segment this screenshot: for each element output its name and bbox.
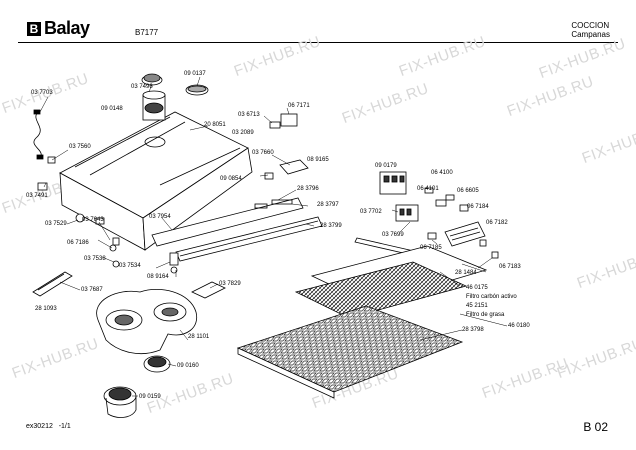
part-label: 03 7560	[69, 144, 91, 150]
part-label: 03 7829	[219, 281, 241, 287]
part-label: 46 0180	[508, 323, 530, 329]
fan-motors	[103, 355, 171, 418]
part-label: Filtro de grasa	[466, 312, 505, 318]
part-label: 03 7699	[382, 232, 404, 238]
part-label: 03 7954	[149, 214, 171, 220]
category: COCCION	[571, 21, 610, 30]
part-label: 28 1484	[455, 270, 477, 276]
part-label: 28 1101	[188, 334, 210, 340]
hood-body	[59, 111, 253, 251]
filter-grid	[236, 305, 464, 393]
part-label: 08 9165	[307, 157, 329, 163]
fan-housing	[96, 288, 198, 354]
switch-assembly	[379, 171, 499, 259]
part-label: 06 7186	[67, 240, 89, 246]
part-label: 06 7171	[288, 103, 310, 109]
control-strip	[151, 197, 323, 262]
small-parts-top	[264, 113, 309, 180]
brand-name: Balay	[44, 18, 90, 38]
category-block: COCCION Campanas	[571, 21, 610, 39]
part-label: 06 7182	[486, 220, 508, 226]
part-label: Filtro carbón activo	[466, 294, 517, 300]
part-label: 03 7703	[31, 90, 53, 96]
sheet-id: B 02	[583, 420, 608, 434]
doc-code: ex30212	[26, 423, 53, 430]
motor-top	[141, 73, 209, 121]
part-label: 28 3799	[320, 223, 342, 229]
part-label: 03 7702	[360, 209, 382, 215]
part-label: 06 4100	[431, 170, 453, 176]
part-label: 20 8051	[204, 122, 226, 128]
part-label: 03 7660	[252, 150, 274, 156]
header-divider	[18, 42, 618, 43]
part-label: 03 7687	[81, 287, 103, 293]
part-label: 03 7643	[82, 217, 104, 223]
filter-grid-edge	[237, 347, 335, 399]
bracket-part	[191, 281, 226, 299]
part-label: 09 0854	[220, 176, 242, 182]
part-label: 03 7534	[119, 263, 141, 269]
part-label: 45 2151	[466, 303, 488, 309]
part-label: 09 0137	[184, 71, 206, 77]
part-label: 06 7185	[420, 245, 442, 251]
part-label: 46 0175	[466, 285, 488, 291]
small-parts-left	[32, 213, 179, 297]
part-label: 06 7183	[499, 264, 521, 270]
part-label: 09 0159	[139, 394, 161, 400]
leader-lines	[39, 76, 508, 397]
part-label: 09 0148	[101, 106, 123, 112]
power-cable	[33, 109, 56, 191]
part-label: 06 7184	[467, 204, 489, 210]
part-label: 28 3796	[297, 186, 319, 192]
part-label: 03 2089	[232, 130, 254, 136]
doc-footer: ex30212 -1/1	[26, 423, 71, 430]
grease-filter	[294, 261, 468, 319]
part-label: 09 0160	[177, 363, 199, 369]
page-number: -1/1	[58, 423, 71, 430]
part-label: 09 0179	[375, 163, 397, 169]
part-label: 28 3798	[462, 327, 484, 333]
subcategory: Campanas	[571, 30, 610, 39]
part-label: 03 7491	[26, 193, 48, 199]
part-label: 28 3797	[317, 202, 339, 208]
part-label: 03 7538	[84, 256, 106, 262]
model-number: B7177	[135, 28, 159, 37]
part-label: 06 4101	[417, 186, 439, 192]
brand-logo: B Balay	[27, 18, 90, 39]
part-label: 03 7529	[45, 221, 67, 227]
part-label: 08 9164	[147, 274, 169, 280]
part-label: 06 6605	[457, 188, 479, 194]
part-label: 03 7496	[131, 84, 153, 90]
part-label: 03 6713	[238, 112, 260, 118]
part-label: 28 1093	[35, 306, 57, 312]
brand-mark-icon: B	[27, 21, 41, 36]
